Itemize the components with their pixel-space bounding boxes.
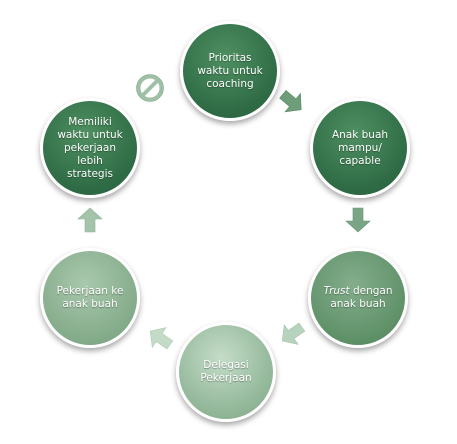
node-pekerjaan-ke-anak-buah: Pekerjaan ke anak buah [40, 248, 140, 348]
node-delegasi-label: Delegasi Pekerjaan [200, 359, 252, 384]
node-trust-label-rest: dengan anak buah [330, 285, 393, 310]
node-trust-label: Trust dengan anak buah [311, 285, 405, 311]
block-arrow-icon [272, 82, 311, 121]
node-trust-label-italic: Trust [323, 285, 350, 297]
node-trust: Trust dengan anak buah [308, 248, 408, 348]
block-arrow-icon [76, 206, 104, 234]
node-pekerjaan-ke-anak-buah-label: Pekerjaan ke anak buah [56, 285, 124, 310]
block-arrow-icon [273, 315, 312, 354]
node-prioritas: Prioritas waktu untuk coaching [180, 21, 280, 121]
node-memiliki-waktu: Memiliki waktu untuk pekerjaan lebih str… [40, 98, 140, 198]
block-arrow-icon [141, 319, 180, 358]
node-anak-buah-mampu: Anak buah mampu/ capable [310, 98, 410, 198]
block-arrow-icon [344, 206, 372, 234]
node-prioritas-label: Prioritas waktu untuk coaching [197, 51, 263, 90]
node-memiliki-waktu-label: Memiliki waktu untuk pekerjaan lebih str… [57, 115, 123, 180]
node-delegasi: Delegasi Pekerjaan [176, 322, 276, 422]
forbidden-icon [135, 73, 165, 103]
node-anak-buah-mampu-label: Anak buah mampu/ capable [331, 128, 389, 167]
